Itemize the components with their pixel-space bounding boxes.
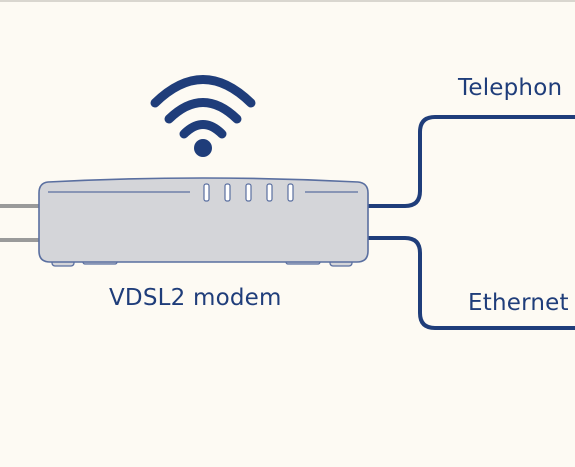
top-border	[0, 0, 575, 2]
status-lights	[203, 183, 294, 202]
status-light	[203, 183, 210, 202]
wifi-icon	[150, 75, 256, 139]
ethernet-cable	[366, 236, 575, 330]
modem-label: VDSL2 modem	[109, 285, 282, 311]
status-light	[245, 183, 252, 202]
status-light	[287, 183, 294, 202]
modem-device	[38, 177, 369, 263]
ethernet-label: Ethernet	[468, 290, 569, 316]
telephone-label: Telephon	[458, 75, 563, 101]
wifi-dot	[194, 139, 212, 157]
status-light	[266, 183, 273, 202]
status-light	[224, 183, 231, 202]
telephone-cable	[366, 115, 575, 208]
